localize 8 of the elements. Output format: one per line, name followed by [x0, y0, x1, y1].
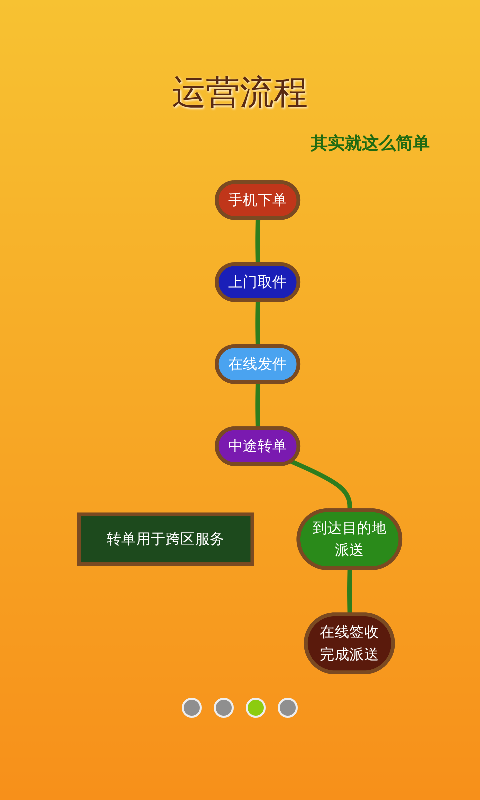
- subtitle: 其实就这么简单: [311, 133, 430, 155]
- connector: [256, 300, 261, 347]
- connector: [348, 568, 352, 616]
- node-box: 转单用于跨区服务: [77, 512, 254, 566]
- connector: [256, 218, 261, 265]
- title: 运营流程: [171, 72, 309, 115]
- connector: [256, 382, 261, 429]
- connector: [290, 460, 352, 511]
